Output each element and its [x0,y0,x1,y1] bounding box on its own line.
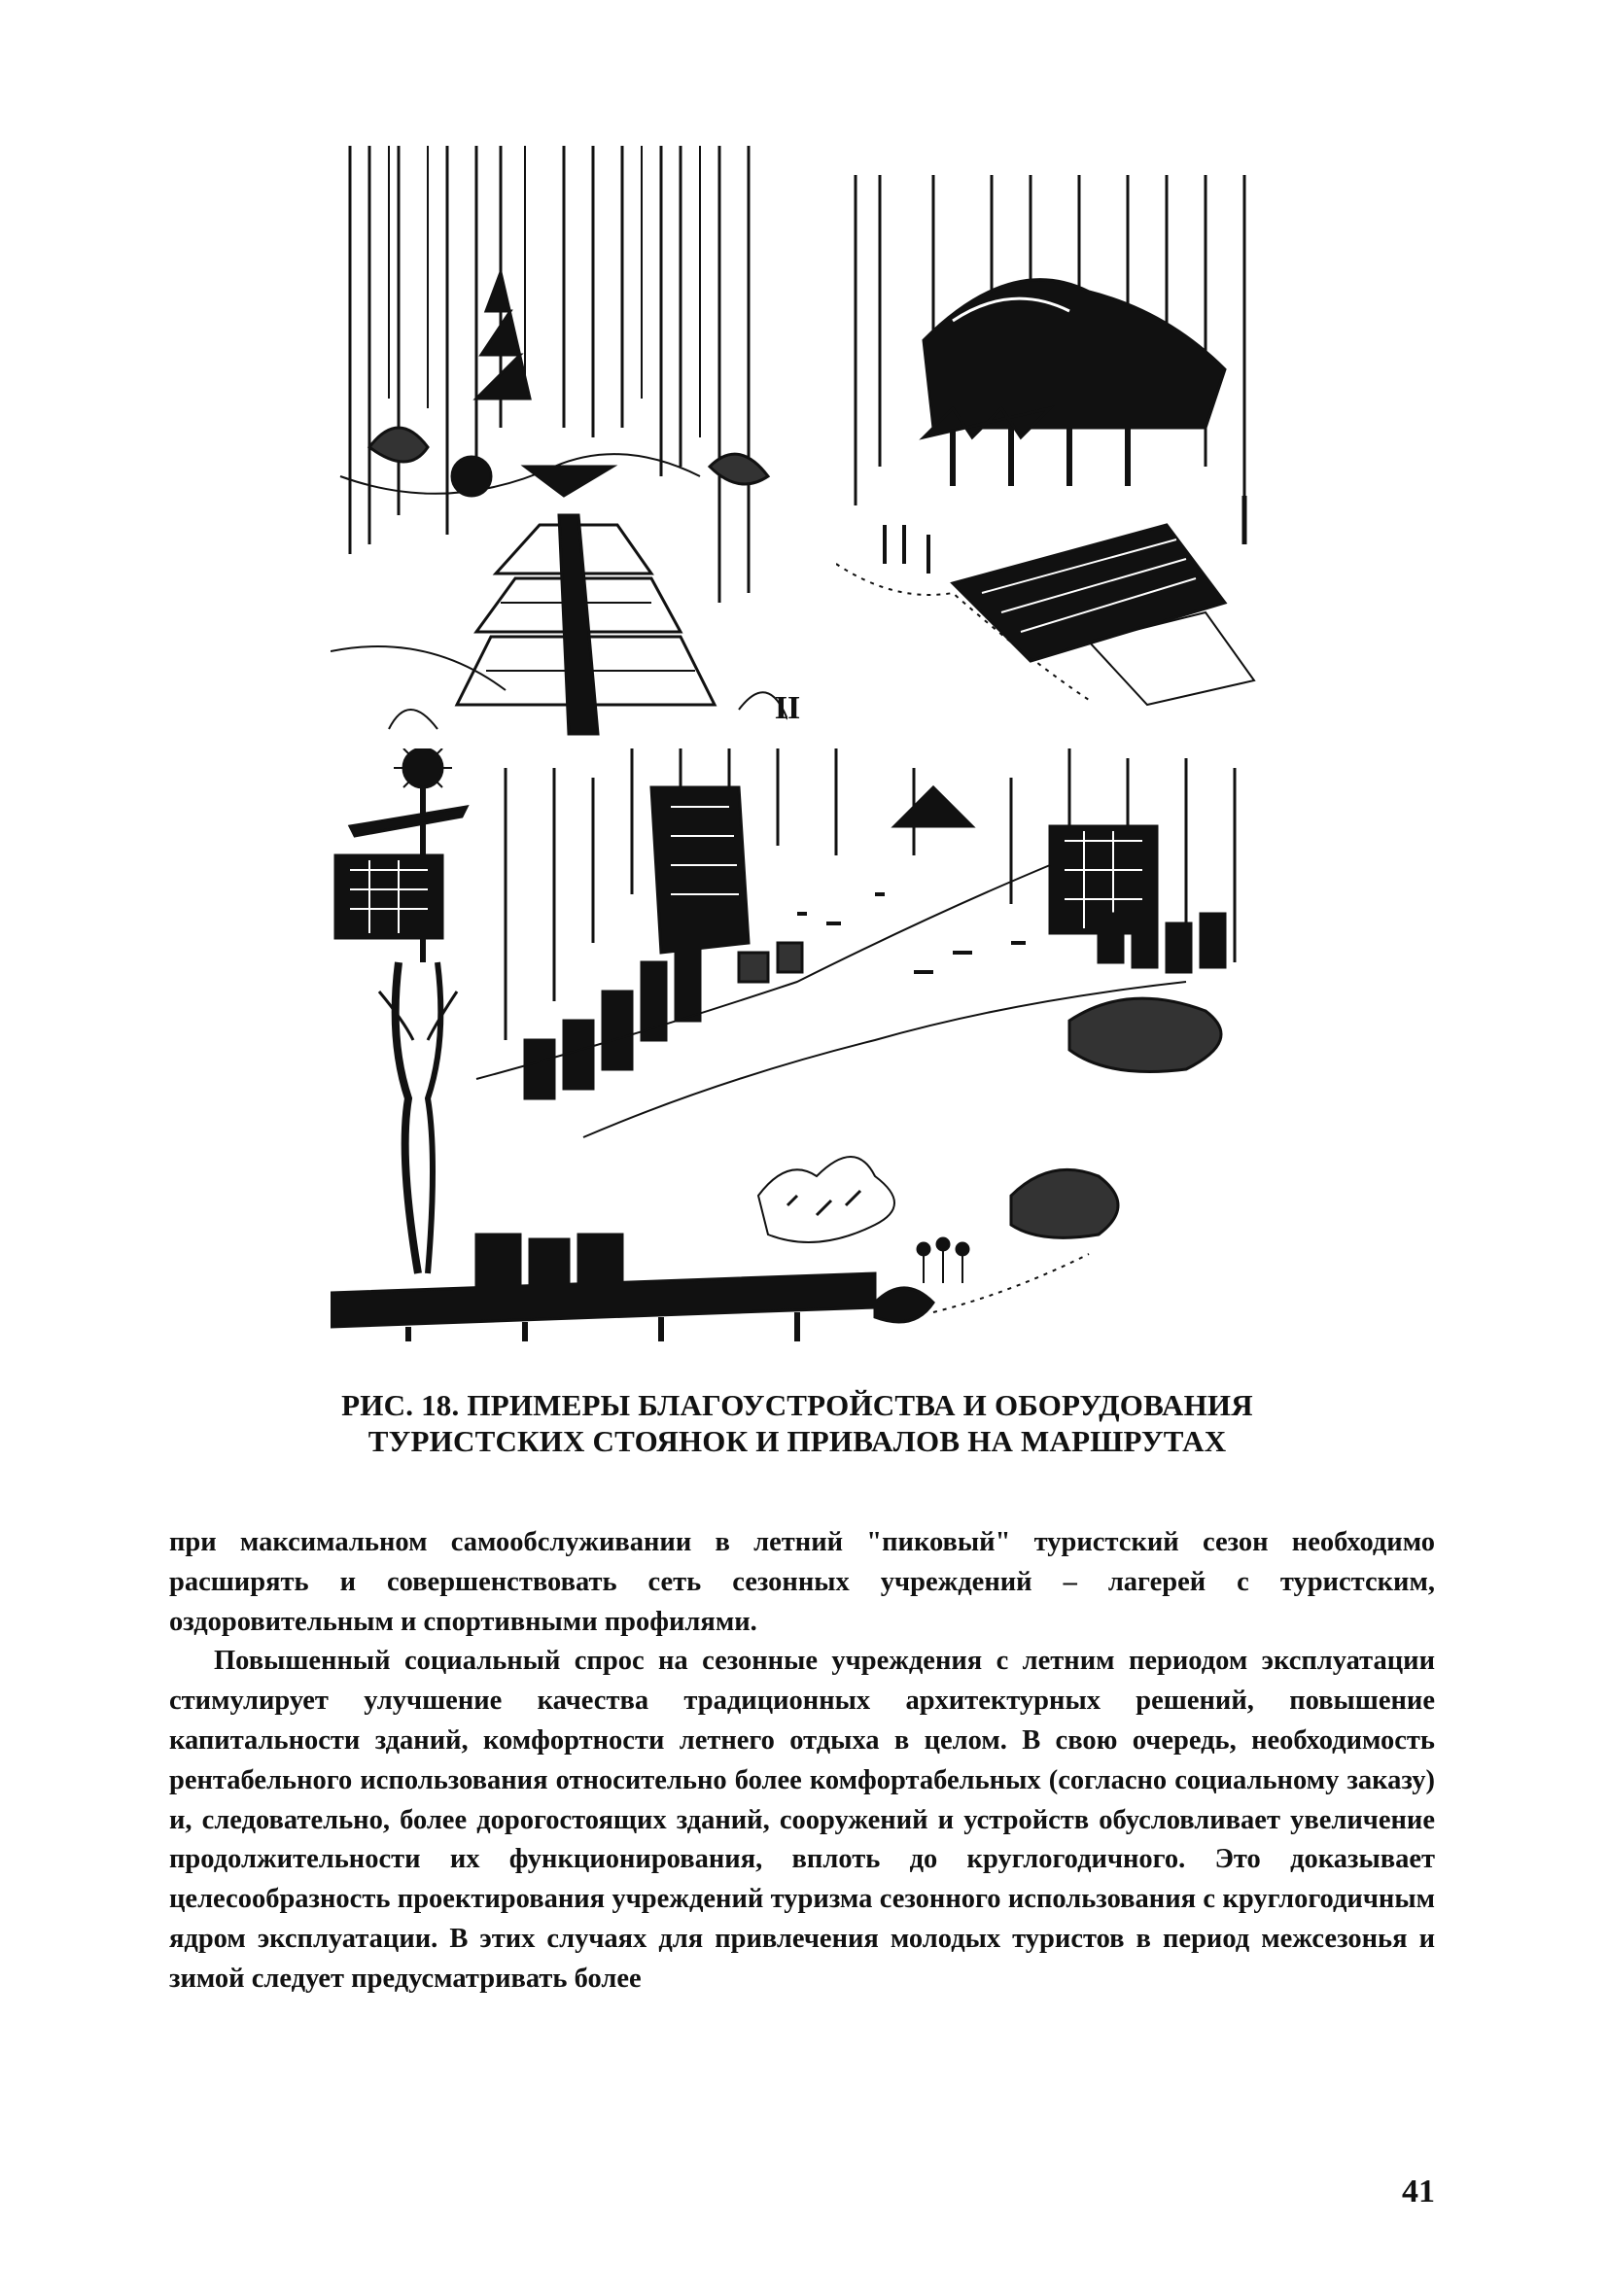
paragraph: Повышенный социальный спрос на сезонные … [169,1646,1435,1994]
page-number: 41 [1402,2174,1435,2209]
rest-area-drawing [331,748,1283,1341]
figure-panel-number: II [774,690,801,726]
forest-shelter-drawing [836,175,1283,719]
figure-caption: РИС. 18. ПРИМЕРЫ БЛАГОУСТРОЙСТВА И ОБОРУ… [292,1388,1303,1459]
paragraph: при максимальном самообслуживании в летн… [169,1527,1435,1637]
caption-line: ТУРИСТСКИХ СТОЯНОК И ПРИВАЛОВ НА МАРШРУТ… [367,1423,1227,1458]
caption-line: РИС. 18. ПРИМЕРЫ БЛАГОУСТРОЙСТВА И ОБОРУ… [341,1388,1253,1422]
figure-illustration: II [331,146,1283,1341]
forest-campsite-drawing [331,146,787,748]
body-text: при максимальном самообслуживании в летн… [169,1523,1435,2000]
